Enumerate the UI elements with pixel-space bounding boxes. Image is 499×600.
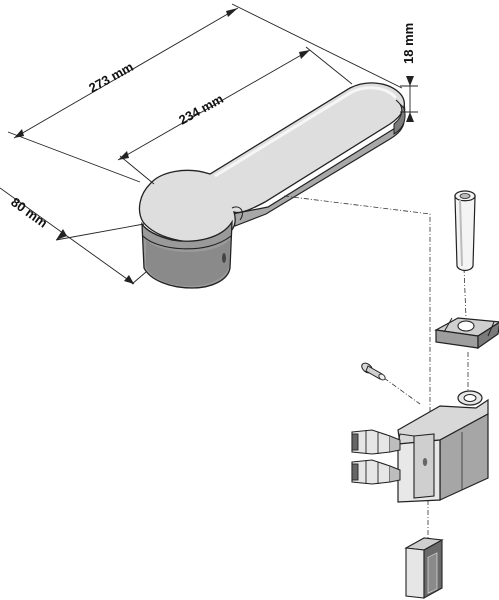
dim-label-width: 80 mm (8, 194, 50, 230)
small-screw (361, 362, 386, 381)
hinge-bracket (351, 390, 489, 503)
dim-label-height: 18 mm (401, 23, 416, 64)
handle-arm (138, 82, 406, 289)
spindle-pin (454, 190, 476, 272)
assembly-lines (283, 195, 469, 538)
dim-label-inner-length: 234 mm (176, 91, 226, 128)
handle-arm-groove (231, 206, 243, 221)
handle-arm-end (393, 99, 406, 135)
handle-arm-highlight (214, 86, 398, 178)
handle-hub-shade (146, 240, 230, 286)
dimension-lines (0, 3, 418, 285)
dim-label-overall-length: 273 mm (86, 59, 136, 96)
handle-hub-slot (222, 253, 226, 263)
handle-hub-ring (142, 235, 232, 250)
end-cap (404, 537, 444, 599)
spacer-block (434, 317, 499, 350)
handle-arm-top (138, 82, 405, 243)
